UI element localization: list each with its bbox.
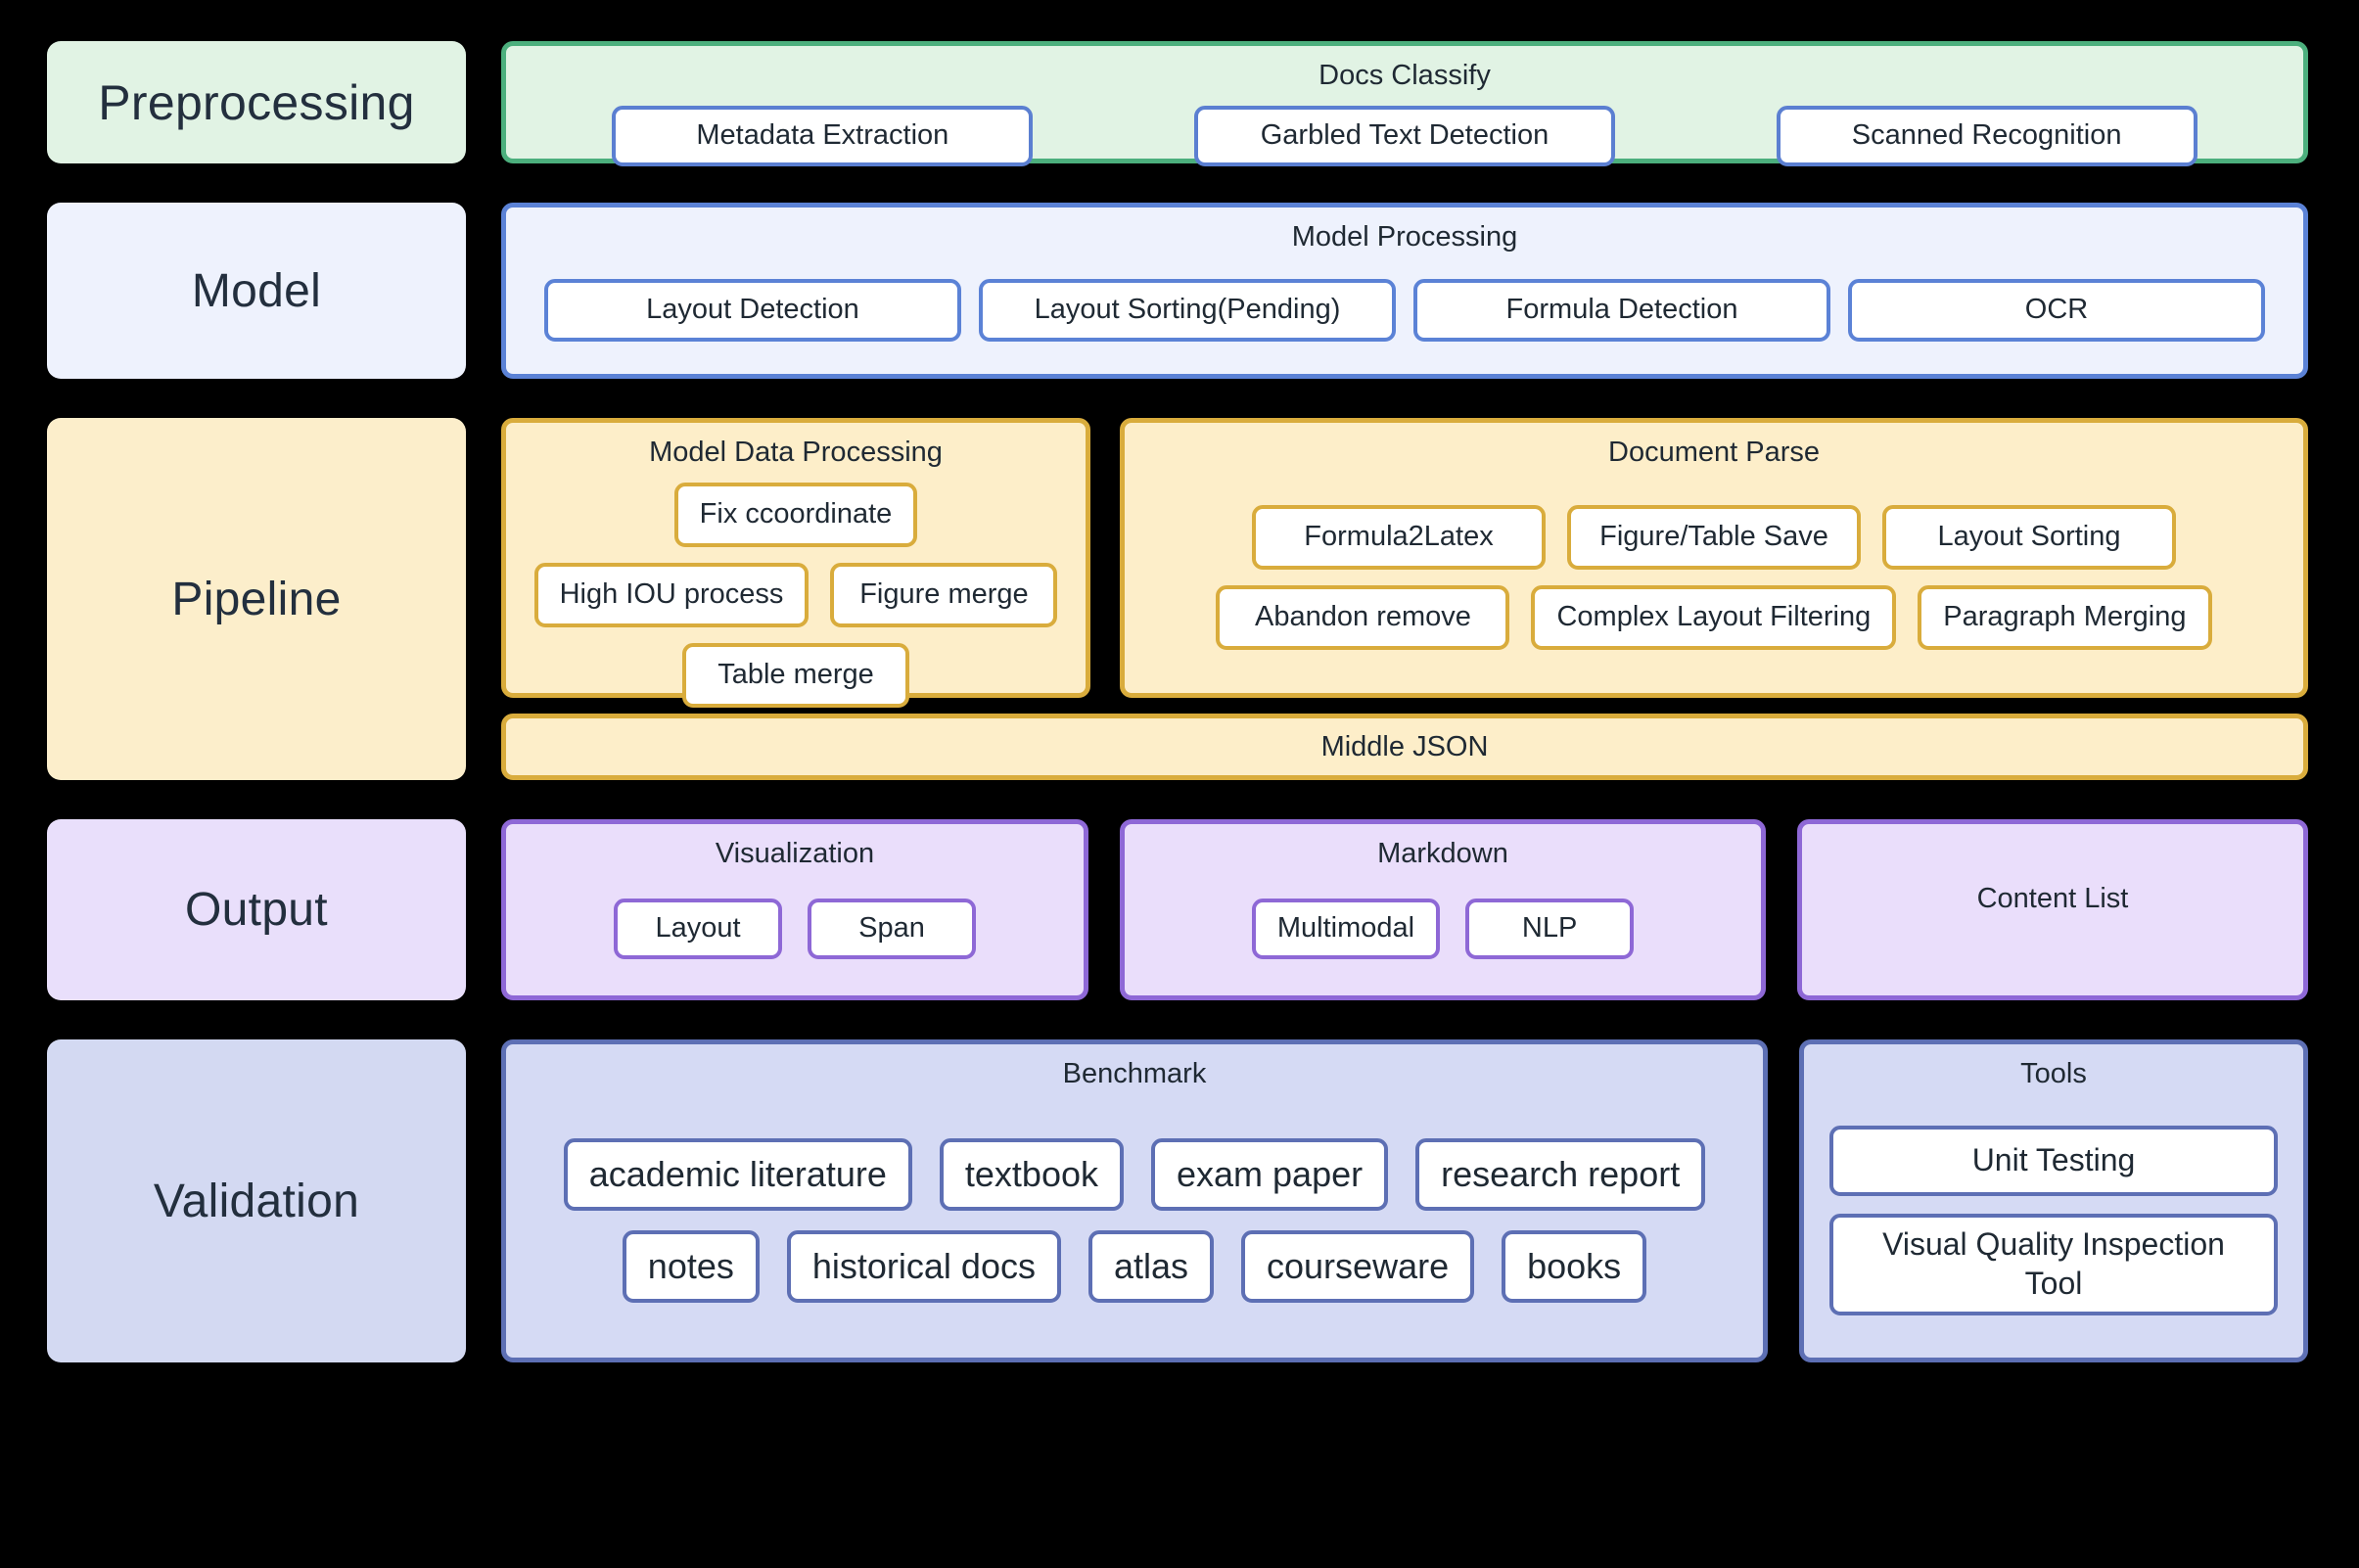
chip-visual-quality-inspection-tool[interactable]: Visual Quality Inspection Tool (1829, 1213, 2278, 1315)
chip-list-document-parse: Formula2Latex Figure/Table Save Layout S… (1150, 483, 2278, 671)
chip-books[interactable]: books (1502, 1229, 1647, 1303)
chip-metadata-extraction[interactable]: Metadata Extraction (612, 106, 1034, 166)
row-preprocessing: Preprocessing Docs Classify Metadata Ext… (47, 41, 2308, 166)
row-label-pipeline: Pipeline (47, 418, 466, 780)
group-title-benchmark: Benchmark (1062, 1058, 1207, 1089)
group-tools: Tools Unit Testing Visual Quality Inspec… (1799, 1039, 2308, 1362)
chip-list-model-processing: Layout Detection Layout Sorting(Pending)… (532, 267, 2278, 352)
group-title-model-data-processing: Model Data Processing (649, 437, 943, 468)
row-body-output: Visualization Layout Span Markdown Multi… (501, 819, 2308, 1000)
chip-fix-ccoordinate[interactable]: Fix ccoordinate (673, 483, 918, 547)
chip-layout-sorting-pending[interactable]: Layout Sorting(Pending) (979, 278, 1396, 342)
chip-courseware[interactable]: courseware (1241, 1229, 1475, 1303)
chip-historical-docs[interactable]: historical docs (786, 1229, 1061, 1303)
chip-table-merge[interactable]: Table merge (682, 643, 909, 708)
group-title-model-processing: Model Processing (1291, 221, 1518, 253)
banner-middle-json: Middle JSON (501, 714, 2308, 780)
group-title-tools: Tools (2020, 1058, 2087, 1089)
row-label-output: Output (47, 819, 466, 1000)
group-markdown: Markdown Multimodal NLP (1120, 819, 1766, 1000)
group-benchmark: Benchmark academic literature textbook e… (501, 1039, 1768, 1362)
row-label-validation: Validation (47, 1039, 466, 1362)
row-model: Model Model Processing Layout Detection … (47, 203, 2308, 379)
chip-formula-detection[interactable]: Formula Detection (1413, 278, 1830, 342)
chip-complex-layout-filtering[interactable]: Complex Layout Filtering (1531, 584, 1897, 650)
group-title-visualization: Visualization (715, 838, 875, 869)
chip-layout[interactable]: Layout (614, 899, 782, 959)
chip-list-markdown: Multimodal NLP (1150, 884, 1735, 974)
row-body-model: Model Processing Layout Detection Layout… (501, 203, 2308, 379)
row-body-validation: Benchmark academic literature textbook e… (501, 1039, 2308, 1362)
group-model-processing: Model Processing Layout Detection Layout… (501, 203, 2308, 379)
chip-notes[interactable]: notes (622, 1229, 760, 1303)
group-document-parse: Document Parse Formula2Latex Figure/Tabl… (1120, 418, 2308, 698)
pipeline-groups: Model Data Processing Fix ccoordinate Hi… (501, 418, 2308, 708)
chip-formula2latex[interactable]: Formula2Latex (1252, 504, 1546, 570)
row-label-preprocessing: Preprocessing (47, 41, 466, 163)
row-pipeline: Pipeline Model Data Processing Fix ccoor… (47, 418, 2308, 780)
chip-paragraph-merging[interactable]: Paragraph Merging (1918, 584, 2212, 650)
chip-ocr[interactable]: OCR (1848, 278, 2265, 342)
chip-layout-sorting[interactable]: Layout Sorting (1882, 504, 2176, 570)
chip-scanned-recognition[interactable]: Scanned Recognition (1776, 106, 2197, 166)
chip-figure-table-save[interactable]: Figure/Table Save (1567, 504, 1861, 570)
chip-exam-paper[interactable]: exam paper (1151, 1137, 1389, 1211)
row-output: Output Visualization Layout Span Markdow… (47, 819, 2308, 1000)
chip-academic-literature[interactable]: academic literature (563, 1137, 912, 1211)
row-validation: Validation Benchmark academic literature… (47, 1039, 2308, 1362)
row-label-model: Model (47, 203, 466, 379)
group-title-markdown: Markdown (1377, 838, 1508, 869)
chip-research-report[interactable]: research report (1415, 1137, 1706, 1211)
group-docs-classify: Docs Classify Metadata Extraction Garble… (501, 41, 2308, 166)
group-title-document-parse: Document Parse (1608, 437, 1820, 468)
chip-nlp[interactable]: NLP (1465, 899, 1635, 959)
chip-high-iou-process[interactable]: High IOU process (533, 563, 809, 627)
group-title-docs-classify: Docs Classify (1318, 60, 1491, 91)
chip-list-docs-classify: Metadata Extraction Garbled Text Detecti… (532, 106, 2278, 166)
chip-multimodal[interactable]: Multimodal (1251, 899, 1441, 959)
chip-list-model-data-processing: Fix ccoordinate High IOU process Figure … (532, 483, 1060, 708)
chip-list-benchmark: academic literature textbook exam paper … (532, 1104, 1737, 1336)
chip-layout-detection[interactable]: Layout Detection (544, 278, 961, 342)
chip-unit-testing[interactable]: Unit Testing (1829, 1125, 2278, 1196)
group-visualization: Visualization Layout Span (501, 819, 1088, 1000)
chip-figure-merge[interactable]: Figure merge (830, 563, 1058, 627)
chip-garbled-text-detection[interactable]: Garbled Text Detection (1193, 106, 1615, 166)
chip-atlas[interactable]: atlas (1087, 1229, 1215, 1303)
chip-list-visualization: Layout Span (532, 884, 1058, 974)
row-body-pipeline: Model Data Processing Fix ccoordinate Hi… (501, 418, 2308, 780)
row-body-preprocessing: Docs Classify Metadata Extraction Garble… (501, 41, 2308, 166)
group-content-list[interactable]: Content List (1797, 819, 2308, 1000)
chip-textbook[interactable]: textbook (939, 1137, 1124, 1211)
group-model-data-processing: Model Data Processing Fix ccoordinate Hi… (501, 418, 1090, 708)
chip-span[interactable]: Span (808, 899, 976, 959)
group-title-content-list: Content List (1976, 883, 2129, 914)
chip-list-tools: Unit Testing Visual Quality Inspection T… (1829, 1104, 2278, 1336)
chip-abandon-remove[interactable]: Abandon remove (1216, 584, 1510, 650)
